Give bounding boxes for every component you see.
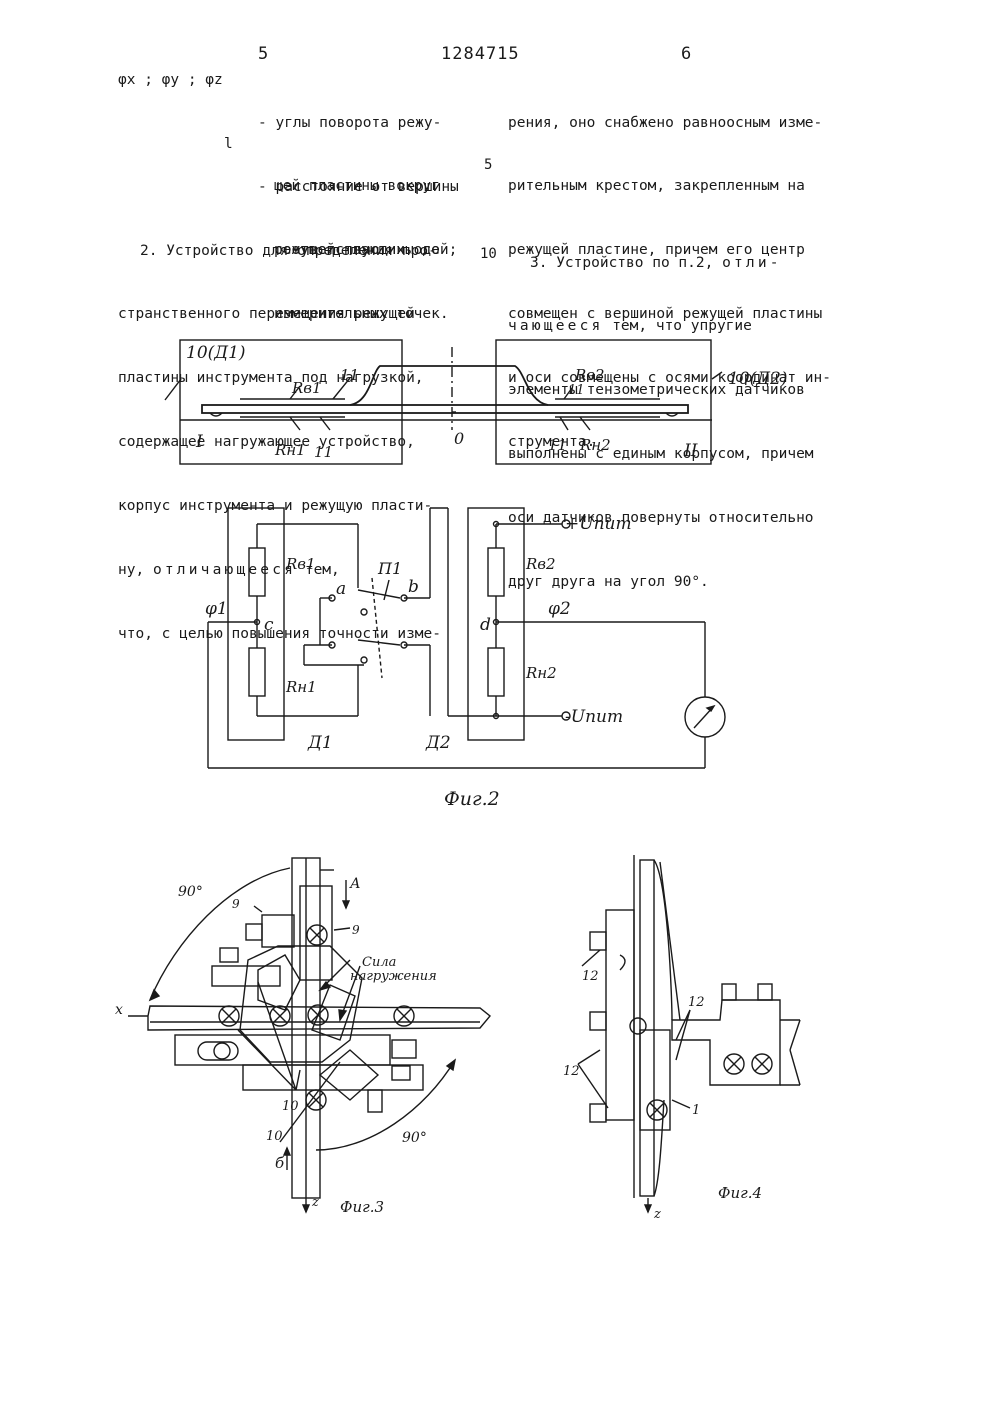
fig2-label-rv1: Rв1 [291, 379, 322, 397]
fig4-label-12-a: 12 [582, 969, 599, 984]
fig2-label-d2-box: 10(Д2) [728, 369, 788, 389]
fig3-label-9-a: 9 [232, 897, 240, 911]
fig2-label-rv2-bridge: Rв2 [525, 555, 556, 573]
symbol-phi: φx ; φy ; φz [118, 70, 223, 91]
fig4-label-1: 1 [692, 1103, 700, 1118]
fig3-label-10-a: 10 [282, 1099, 299, 1114]
fig2-label-phi1: φ1 [205, 599, 228, 619]
fig3-label-a: А [349, 876, 361, 892]
fig3-label-angle-bottom: 90° [402, 1130, 427, 1146]
fig3-force-label-2: нагружения [350, 969, 437, 984]
figure-4: 12 12 12 1 z Фиг.4 [540, 840, 860, 1225]
fig2-label-rv1-bridge: Rв1 [285, 555, 316, 573]
figure-3: 90° 90° А б x z 9 9 10 10 Сила нагружени… [100, 840, 520, 1220]
page-number-left: 5 [258, 44, 268, 64]
fig2-label-u-minus: -Uпит [565, 707, 623, 727]
fig2-label-d2: Д2 [425, 733, 451, 753]
fig2-label-roman-1: I [195, 432, 203, 452]
fig2-label-d1: Д1 [307, 733, 333, 753]
fig2-label-node-d: d [480, 615, 491, 635]
fig2-label-node-a: a [336, 579, 346, 599]
fig2-label-switch: П1 [377, 559, 402, 578]
fig3-label-angle-top: 90° [178, 884, 203, 900]
fig3-caption: Фиг.3 [340, 1198, 384, 1216]
page-number-right: 6 [681, 44, 691, 64]
fig2-sensor-plate [165, 340, 722, 464]
line-number-10: 10 [480, 246, 497, 262]
fig2-label-11-c: 11 [568, 383, 585, 398]
fig2-label-phi2: φ2 [548, 599, 571, 619]
fig3-label-9-b: 9 [352, 923, 360, 937]
fig2-label-rn1: Rн1 [274, 441, 306, 459]
fig3-label-b: б [275, 1154, 285, 1172]
fig2-label-u-plus: +Uпит [565, 514, 632, 534]
fig4-side-view [578, 855, 800, 1212]
fig2-label-zero: 0 [454, 429, 464, 448]
fig2-label-rn2: Rн2 [579, 436, 611, 454]
fig2-label-rn1-bridge: Rн1 [285, 678, 317, 696]
fig4-label-12-b: 12 [688, 995, 705, 1010]
fig3-label-10-b: 10 [266, 1129, 283, 1144]
fig3-measuring-cross [128, 858, 490, 1212]
fig2-meter [685, 697, 725, 737]
fig3-axis-z: z [311, 1195, 319, 1210]
fig2-label-rv2: Rв2 [574, 366, 605, 384]
fig2-caption: Фиг.2 [444, 788, 500, 810]
symbol-l: l [224, 134, 233, 155]
fig4-axis-z: z [653, 1207, 661, 1222]
fig2-label-11-a: 11 [340, 366, 359, 384]
fig4-label-12-c: 12 [563, 1064, 580, 1079]
fig2-label-roman-2: II [683, 441, 698, 461]
fig2-label-d1-box: 10(Д1) [186, 343, 246, 363]
fig2-label-node-b: b [408, 577, 419, 597]
fig3-force-label-1: Сила [362, 955, 396, 970]
patent-number: 1284715 [441, 44, 520, 64]
fig2-label-11-d: 11 [548, 436, 567, 454]
fig4-caption: Фиг.4 [718, 1184, 762, 1202]
fig2-label-node-c: c [264, 615, 274, 635]
fig2-label-rn2-bridge: Rн2 [525, 664, 557, 682]
fig2-bridge-circuit [208, 508, 725, 768]
line-number-5: 5 [484, 157, 492, 173]
figure-2: 10(Д1) 10(Д2) Rв1 11 Rн1 11 Rв2 11 11 Rн… [0, 330, 1000, 820]
fig2-label-11-b: 11 [314, 443, 333, 461]
fig3-axis-x: x [115, 1002, 123, 1018]
